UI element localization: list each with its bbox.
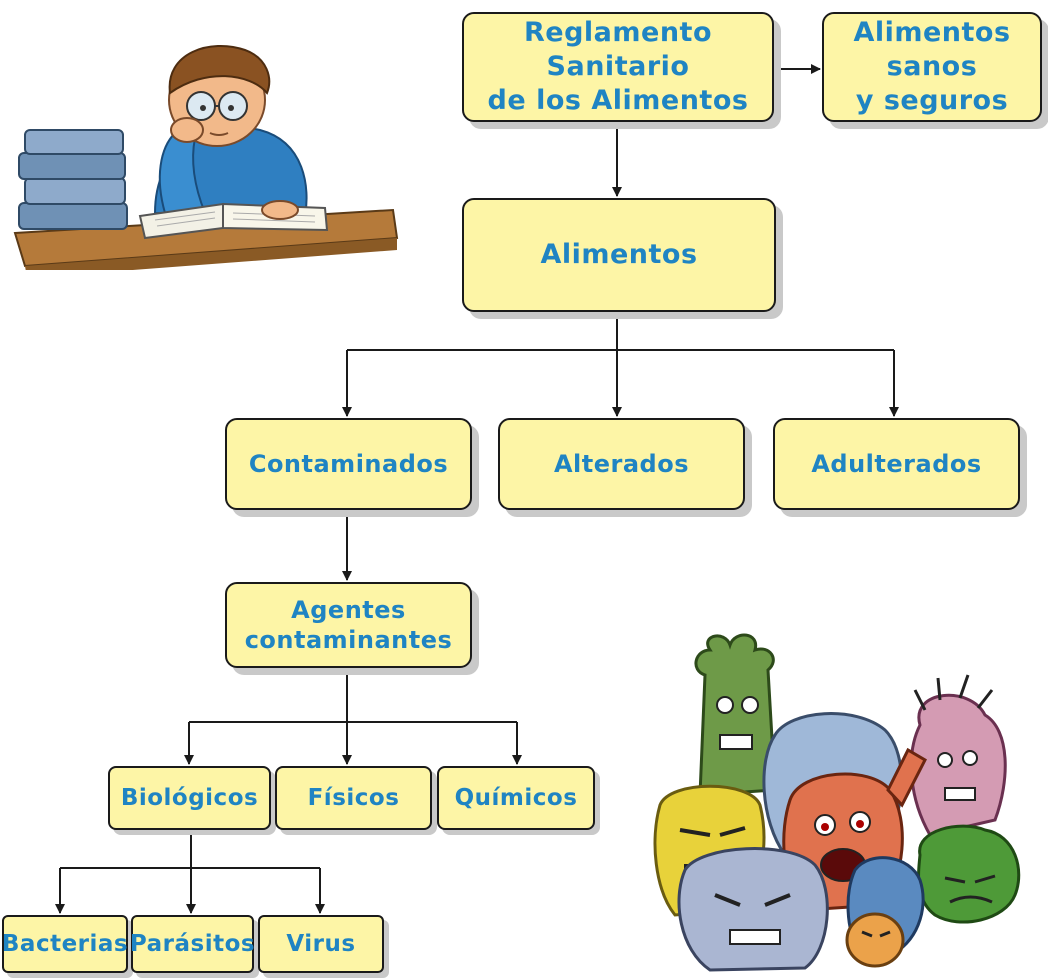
germ-pink: [909, 674, 1007, 837]
node-quimicos: Químicos: [437, 766, 595, 830]
node-contaminados: Contaminados: [225, 418, 472, 510]
node-alimentos: Alimentos: [462, 198, 776, 312]
node-virus: Virus: [258, 915, 384, 973]
germ-orange: [845, 912, 905, 968]
node-agentes-contaminantes: Agentes contaminantes: [225, 582, 472, 668]
node-reglamento: Reglamento Sanitario de los Alimentos: [462, 12, 774, 122]
germ-green-tall: [694, 633, 777, 797]
node-alterados: Alterados: [498, 418, 745, 510]
node-alimentos-sanos: Alimentos sanos y seguros: [822, 12, 1042, 122]
germ-grey: [677, 847, 829, 972]
student-reading-icon: [13, 45, 399, 270]
node-bacterias: Bacterias: [2, 915, 128, 973]
node-biologicos: Biológicos: [108, 766, 271, 830]
germs-monsters-icon: [653, 633, 1021, 972]
node-parasitos: Parásitos: [130, 915, 255, 973]
node-adulterados: Adulterados: [773, 418, 1020, 510]
germ-green-fuzzy: [917, 824, 1021, 924]
node-fisicos: Físicos: [275, 766, 432, 830]
